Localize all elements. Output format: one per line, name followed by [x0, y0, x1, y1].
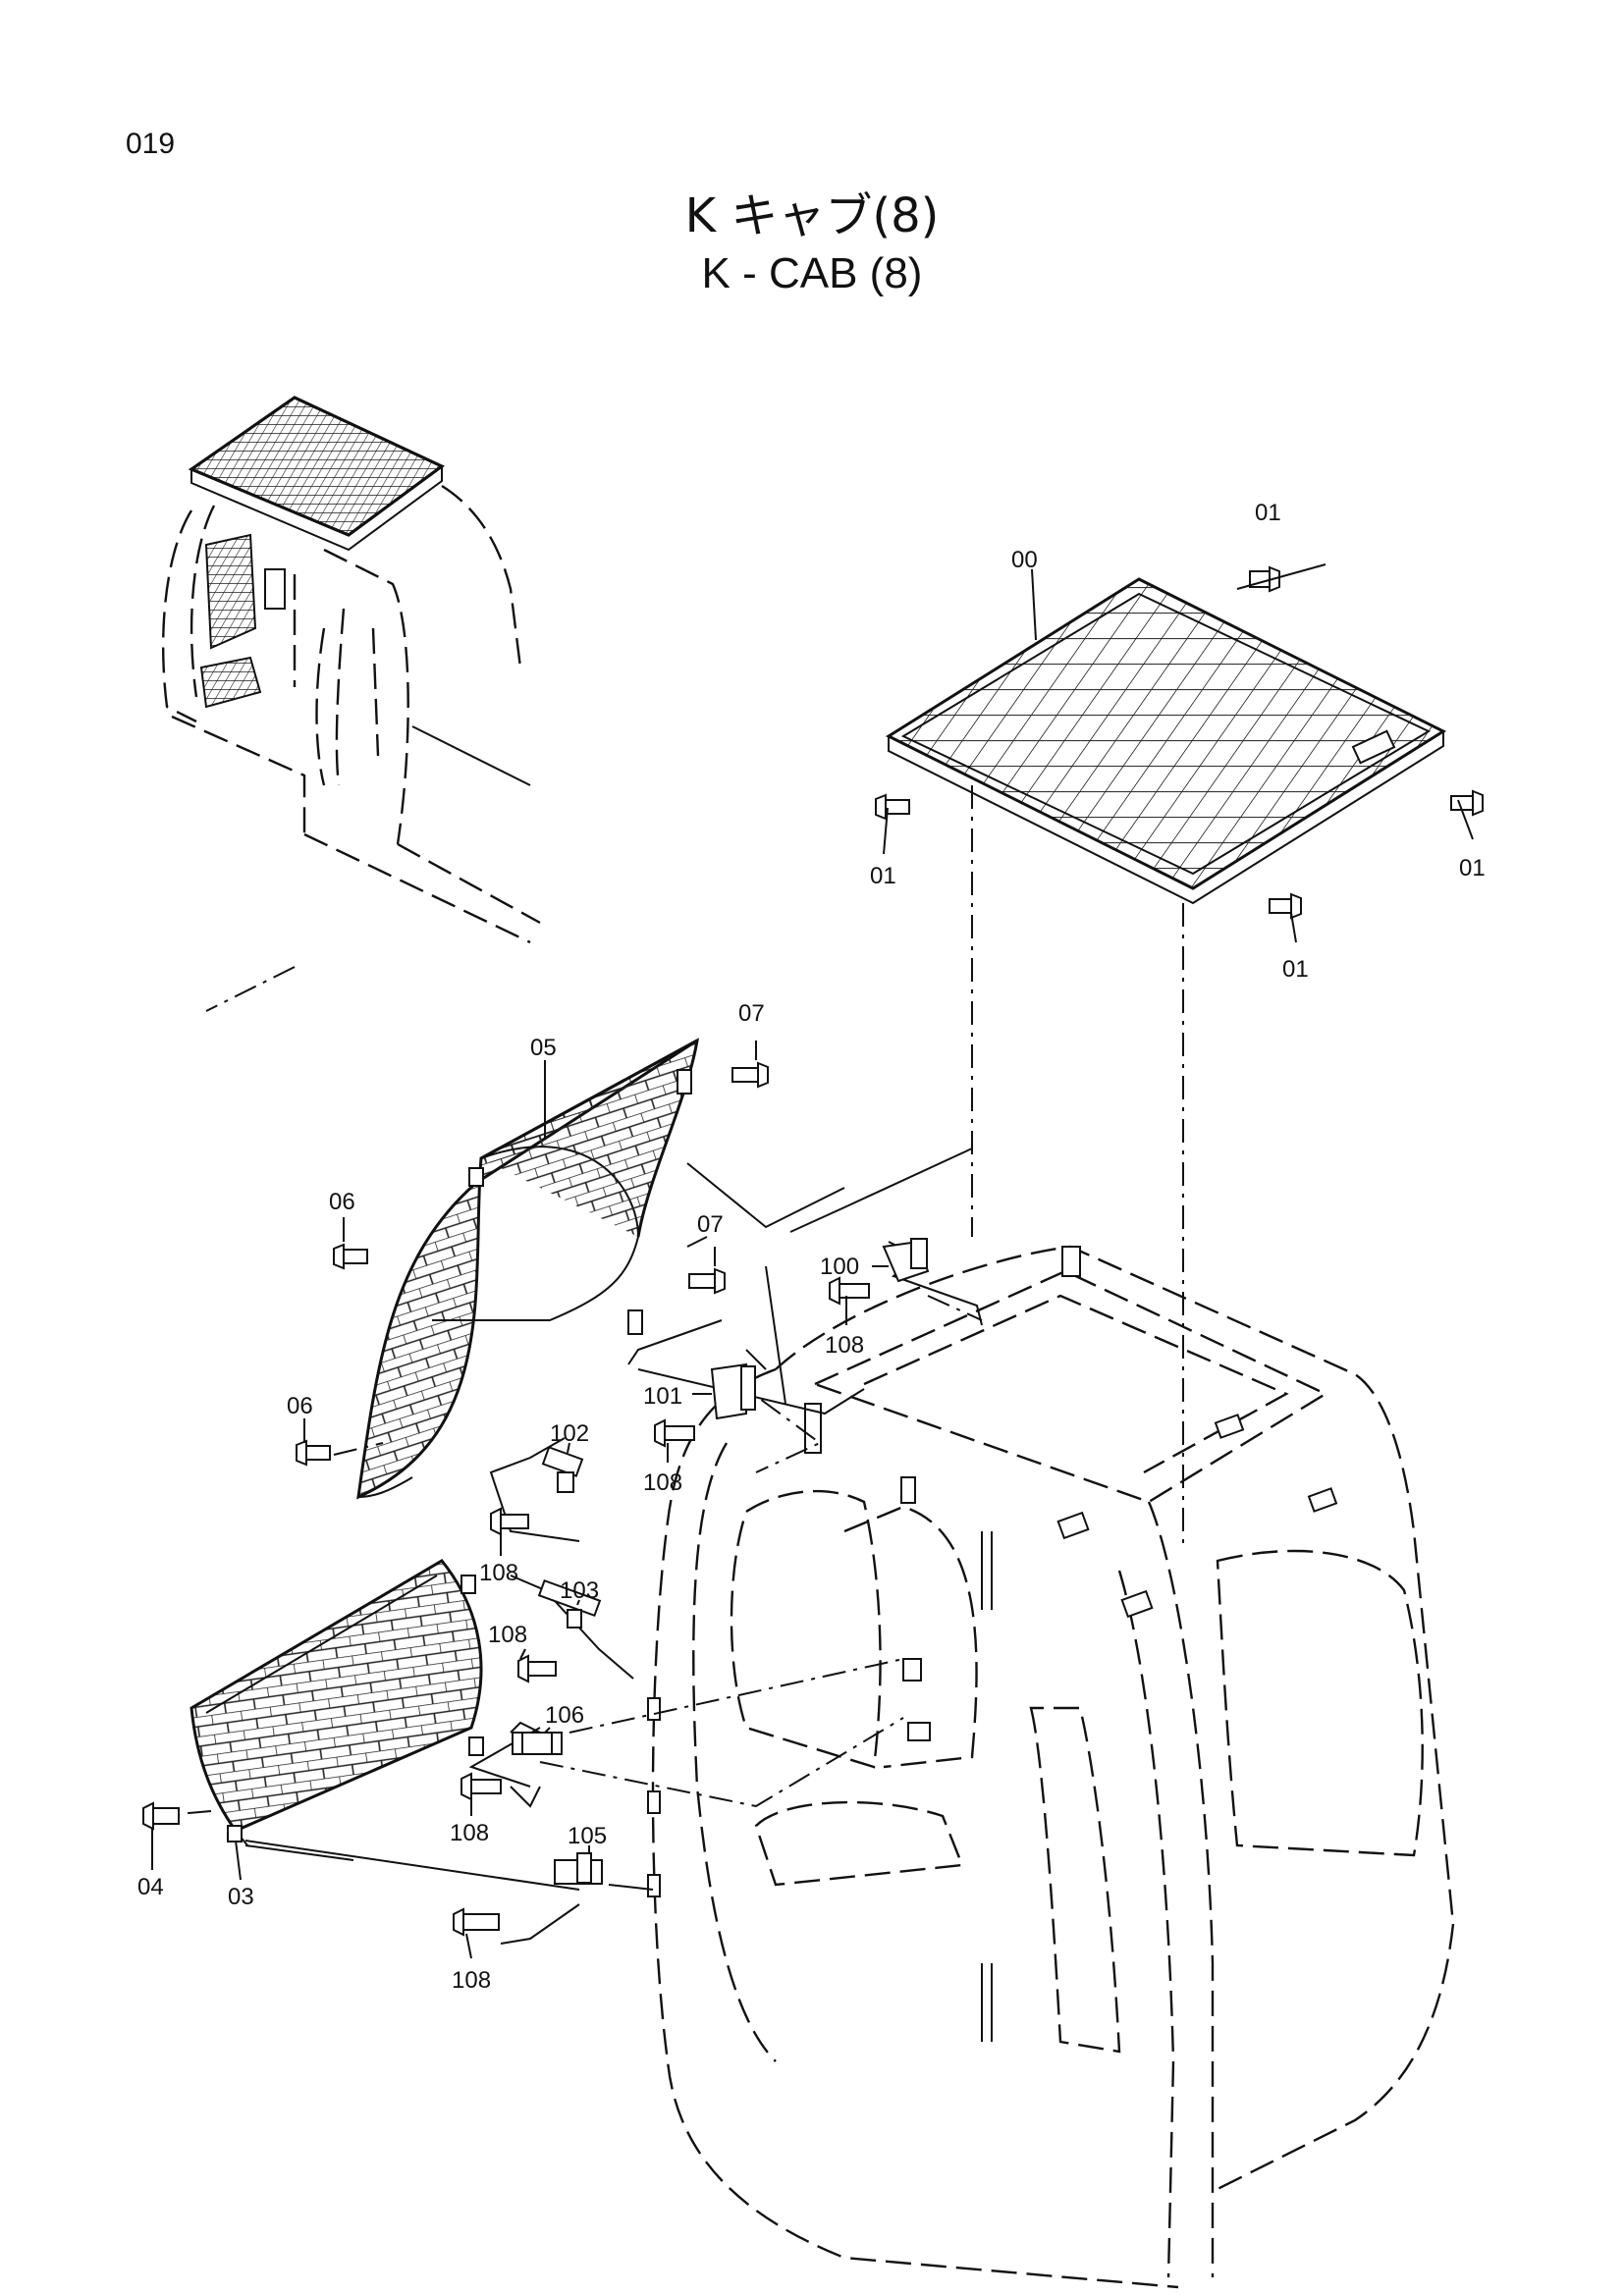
page-title-japanese: K キャブ(8) [684, 188, 940, 243]
bolt-04 [142, 1801, 180, 1831]
callout-105: 105 [568, 1823, 607, 1849]
bracket-106 [512, 1732, 563, 1755]
overview-cab-illustration [161, 396, 541, 944]
bolts-06 [296, 1243, 368, 1467]
cab-brackets [647, 1246, 1338, 1897]
callout-03: 03 [228, 1884, 254, 1910]
callout-04: 04 [137, 1874, 164, 1900]
callout-06: 06 [329, 1189, 355, 1215]
front-guard-05 [356, 1038, 699, 1500]
callout-108: 108 [452, 1967, 491, 1994]
callout-leaders [151, 563, 1474, 1959]
page-title-english: K - CAB (8) [701, 249, 923, 297]
callout-102: 102 [550, 1420, 589, 1447]
callout-106: 106 [545, 1702, 584, 1729]
bracket-105 [554, 1852, 603, 1885]
callout-00: 00 [1011, 547, 1038, 573]
bracket-102 [541, 1446, 584, 1493]
callout-108: 108 [479, 1560, 518, 1586]
callout-06: 06 [287, 1393, 313, 1419]
callout-07: 07 [697, 1211, 724, 1238]
bolts-108 [453, 1276, 870, 1937]
lower-guard-03 [189, 1559, 484, 1846]
bracket-103 [537, 1578, 602, 1629]
callout-05: 05 [530, 1035, 557, 1061]
callout-01: 01 [870, 863, 896, 889]
top-guard-00 [885, 577, 1447, 905]
bolts-07 [688, 1061, 769, 1295]
callout-108: 108 [643, 1469, 682, 1496]
callout-101: 101 [643, 1383, 682, 1410]
callout-100: 100 [820, 1254, 859, 1280]
bracket-101 [710, 1362, 756, 1420]
callout-01: 01 [1282, 956, 1309, 983]
callout-labels: 00 01 01 01 01 05 07 07 06 06 100 108 10… [137, 500, 1486, 1994]
callout-108: 108 [488, 1622, 527, 1648]
callout-01: 01 [1255, 500, 1281, 526]
page-number: 019 [126, 128, 176, 160]
callout-108: 108 [450, 1820, 489, 1846]
cab-body-outline [651, 1245, 1455, 2289]
bracket-100 [882, 1238, 930, 1283]
callout-103: 103 [560, 1577, 599, 1604]
callout-108: 108 [825, 1332, 864, 1359]
callout-07: 07 [738, 1000, 765, 1027]
callout-01: 01 [1459, 855, 1486, 881]
title-block: K キャブ(8) K - CAB (8) [0, 187, 1624, 302]
